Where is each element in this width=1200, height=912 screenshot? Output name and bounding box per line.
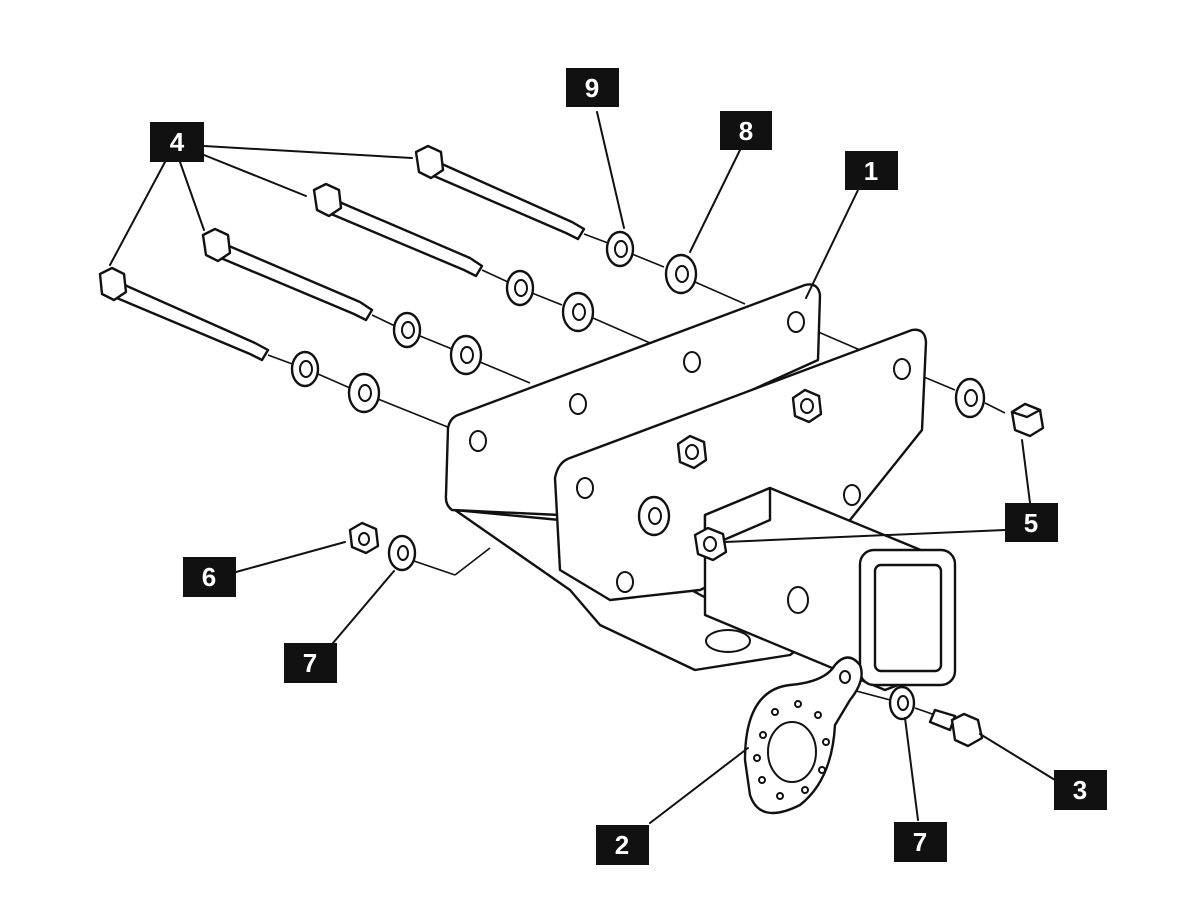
washer <box>290 350 320 388</box>
washer <box>347 372 381 414</box>
callout-4-label: 4 <box>170 127 185 157</box>
washer <box>954 377 986 419</box>
hitch-frame <box>444 283 957 692</box>
bolt <box>98 266 270 362</box>
callout-6-label: 6 <box>202 562 216 592</box>
callout-9: 9 <box>566 68 619 107</box>
bracket-plate <box>743 656 863 815</box>
callout-1: 1 <box>845 151 898 190</box>
washer <box>664 253 698 295</box>
callout-3: 3 <box>1054 770 1107 810</box>
washer <box>387 534 417 572</box>
washer <box>449 334 483 376</box>
bolt <box>201 227 374 322</box>
callout-8-label: 8 <box>739 116 753 146</box>
washer <box>888 685 916 721</box>
bolt <box>928 708 984 748</box>
bolt-group <box>98 144 586 362</box>
callout-9-label: 9 <box>585 73 599 103</box>
callout-5: 5 <box>1005 503 1058 542</box>
bolt <box>414 144 586 241</box>
washer <box>392 311 422 349</box>
callout-3-label: 3 <box>1073 775 1087 805</box>
callout-1-label: 1 <box>864 156 878 186</box>
callout-7-right-label: 7 <box>913 827 927 857</box>
bolt <box>312 182 484 278</box>
washer <box>561 291 595 333</box>
callout-7-right: 7 <box>894 822 947 862</box>
nut <box>348 521 380 555</box>
callout-5-label: 5 <box>1024 508 1038 538</box>
leader-lines <box>109 111 1056 824</box>
callout-4: 4 <box>150 122 204 162</box>
washer-group <box>290 230 986 721</box>
callout-7-left: 7 <box>284 643 337 683</box>
callout-8: 8 <box>720 111 772 150</box>
callout-2: 2 <box>596 825 649 865</box>
nut <box>693 526 728 562</box>
alignment-lines <box>267 233 1006 716</box>
callout-2-label: 2 <box>615 830 629 860</box>
callout-7-left-label: 7 <box>303 648 317 678</box>
washer <box>605 230 635 268</box>
nut <box>1010 402 1045 438</box>
callout-6: 6 <box>183 557 236 597</box>
washer <box>505 269 535 307</box>
